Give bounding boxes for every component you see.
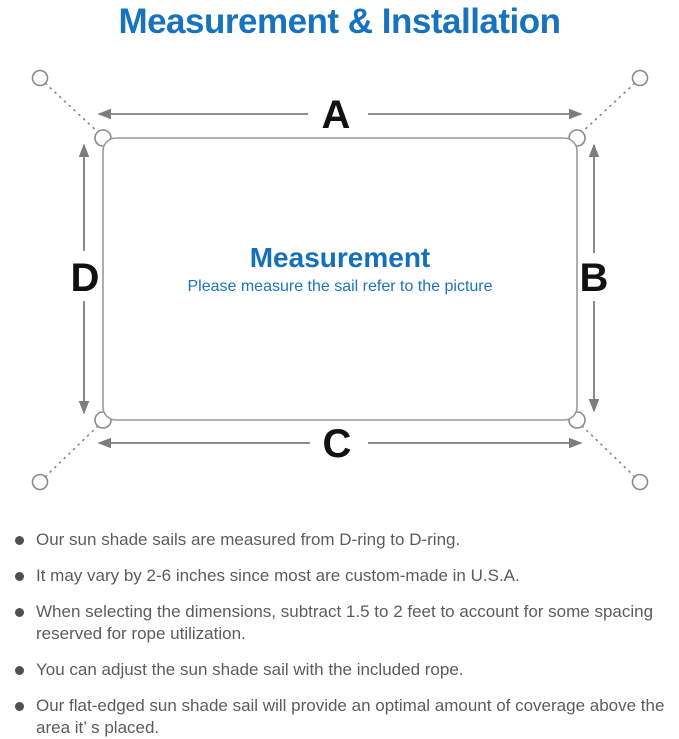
measurement-diagram: A B C D Measurement Please measure the s… bbox=[31, 69, 649, 491]
bullet-icon bbox=[15, 665, 24, 675]
sail-outline bbox=[102, 137, 578, 421]
note-item: Our flat-edged sun shade sail will provi… bbox=[15, 695, 667, 739]
bullet-icon bbox=[15, 535, 24, 545]
anchor-points bbox=[31, 69, 649, 491]
dim-label-a: A bbox=[322, 93, 351, 137]
dimension-arrows bbox=[78, 108, 600, 449]
dim-label-d: D bbox=[71, 256, 100, 300]
notes-list: Our sun shade sails are measured from D-… bbox=[15, 529, 667, 739]
anchor-top-left-icon bbox=[31, 69, 49, 87]
note-item: You can adjust the sun shade sail with t… bbox=[15, 659, 667, 681]
note-text: Our flat-edged sun shade sail will provi… bbox=[36, 696, 665, 737]
note-text: When selecting the dimensions, subtract … bbox=[36, 602, 654, 643]
bullet-icon bbox=[15, 607, 24, 617]
rope-bottom-right bbox=[580, 424, 636, 478]
rope-top-right bbox=[580, 82, 636, 134]
dim-label-c: C bbox=[323, 422, 352, 466]
diagram-center-subtitle: Please measure the sail refer to the pic… bbox=[187, 278, 492, 295]
note-text: You can adjust the sun shade sail with t… bbox=[36, 660, 464, 679]
anchor-bottom-left-icon bbox=[31, 473, 49, 491]
note-item: When selecting the dimensions, subtract … bbox=[15, 601, 667, 645]
note-text: It may vary by 2-6 inches since most are… bbox=[36, 566, 520, 585]
dim-label-b: B bbox=[580, 256, 609, 300]
anchor-bottom-right-icon bbox=[631, 473, 649, 491]
bullet-icon bbox=[15, 701, 24, 711]
bullet-icon bbox=[15, 571, 24, 581]
note-item: Our sun shade sails are measured from D-… bbox=[15, 529, 667, 551]
page-title: Measurement & Installation bbox=[118, 2, 561, 41]
rope-top-left bbox=[44, 82, 100, 134]
rope-bottom-left bbox=[44, 424, 100, 478]
note-text: Our sun shade sails are measured from D-… bbox=[36, 530, 461, 549]
diagram-center-title: Measurement bbox=[250, 242, 431, 273]
anchor-top-right-icon bbox=[631, 69, 649, 87]
note-item: It may vary by 2-6 inches since most are… bbox=[15, 565, 667, 587]
